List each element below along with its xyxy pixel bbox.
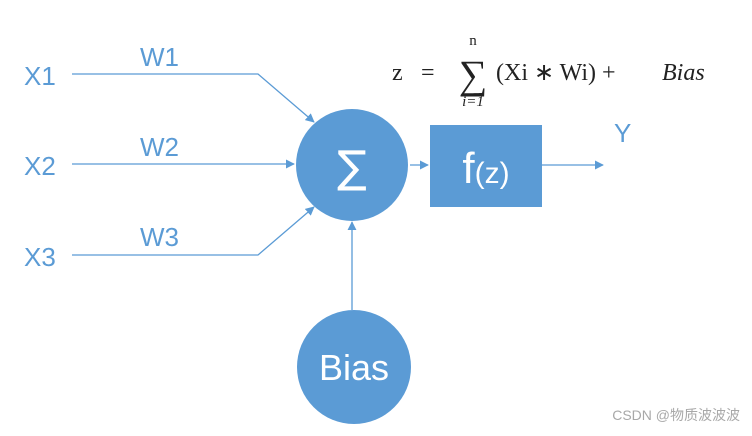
activation-f: f xyxy=(462,144,475,193)
formula-body: (Xi ∗ Wi) + xyxy=(496,60,616,86)
weight-label-w1: W1 xyxy=(140,42,179,72)
activation-box xyxy=(430,125,542,207)
formula-sigma: ∑ xyxy=(459,52,488,97)
summation-symbol: ∑ xyxy=(337,142,367,193)
activation-label: f(z) xyxy=(462,144,509,193)
formula-bias: Bias xyxy=(662,60,705,86)
formula-lhs: z xyxy=(392,60,403,86)
formula-equals: = xyxy=(421,60,435,86)
bias-node xyxy=(297,310,411,424)
input-label-x1: X1 xyxy=(24,61,56,91)
weight-label-w3: W3 xyxy=(140,222,179,252)
bias-node-label: Bias xyxy=(319,347,389,388)
output-label-y: Y xyxy=(614,118,631,148)
weight-label-w2: W2 xyxy=(140,132,179,162)
watermark: CSDN @物质波波波 xyxy=(612,407,740,423)
input-label-x3: X3 xyxy=(24,242,56,272)
input-1-connector xyxy=(72,73,315,123)
input-3-connector xyxy=(72,206,315,256)
activation-arg: (z) xyxy=(475,157,510,190)
formula-lower-limit: i=1 xyxy=(462,94,484,110)
input-label-x2: X2 xyxy=(24,151,56,181)
summation-node xyxy=(296,109,408,221)
weighted-sum-formula: z = ∑ n i=1 (Xi ∗ Wi) + Bias xyxy=(392,33,705,110)
formula-upper-limit: n xyxy=(469,33,477,49)
